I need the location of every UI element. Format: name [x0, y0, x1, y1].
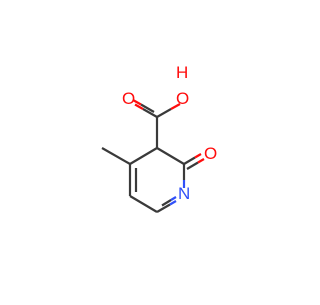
bond-c6-n-blue: [169, 200, 177, 206]
bond-o-red-second: [132, 99, 142, 106]
bond-ketone-red: [194, 153, 202, 159]
bond-n-c6-second: [161, 199, 172, 207]
bond-c2-o-second: [186, 161, 199, 170]
atom-label-hydroxyl-o: O: [176, 89, 189, 108]
bond-ccooh-o-second: [140, 103, 155, 113]
bond-o-red: [134, 103, 144, 110]
bond-ketone-red-second: [197, 158, 205, 164]
molecule-structure: O H O O N: [101, 63, 217, 213]
bond-n-c6: [156, 203, 171, 213]
bond-c5-c6: [129, 195, 158, 213]
bond-ccooh-o: [142, 108, 158, 118]
atom-label-ring-n: N: [178, 184, 190, 203]
structure-canvas: O H O O N: [101, 63, 217, 213]
bond-methyl: [101, 147, 131, 165]
bond-c6-n-blue-second: [170, 196, 177, 201]
bond-c3-c2: [156, 147, 185, 165]
bond-oh-red: [170, 103, 181, 110]
hetero-bond-segments: [132, 99, 205, 206]
atom-label-hydroxyl-h: H: [176, 63, 188, 82]
atom-labels: O H O O N: [122, 63, 217, 203]
bond-c4-c3: [129, 147, 158, 165]
bonds: [101, 103, 199, 213]
atom-label-ketone-o: O: [204, 144, 217, 163]
bond-ccooh-oh: [156, 108, 172, 118]
atom-label-carbonyl-o: O: [122, 89, 135, 108]
bond-c2-o: [183, 156, 196, 165]
